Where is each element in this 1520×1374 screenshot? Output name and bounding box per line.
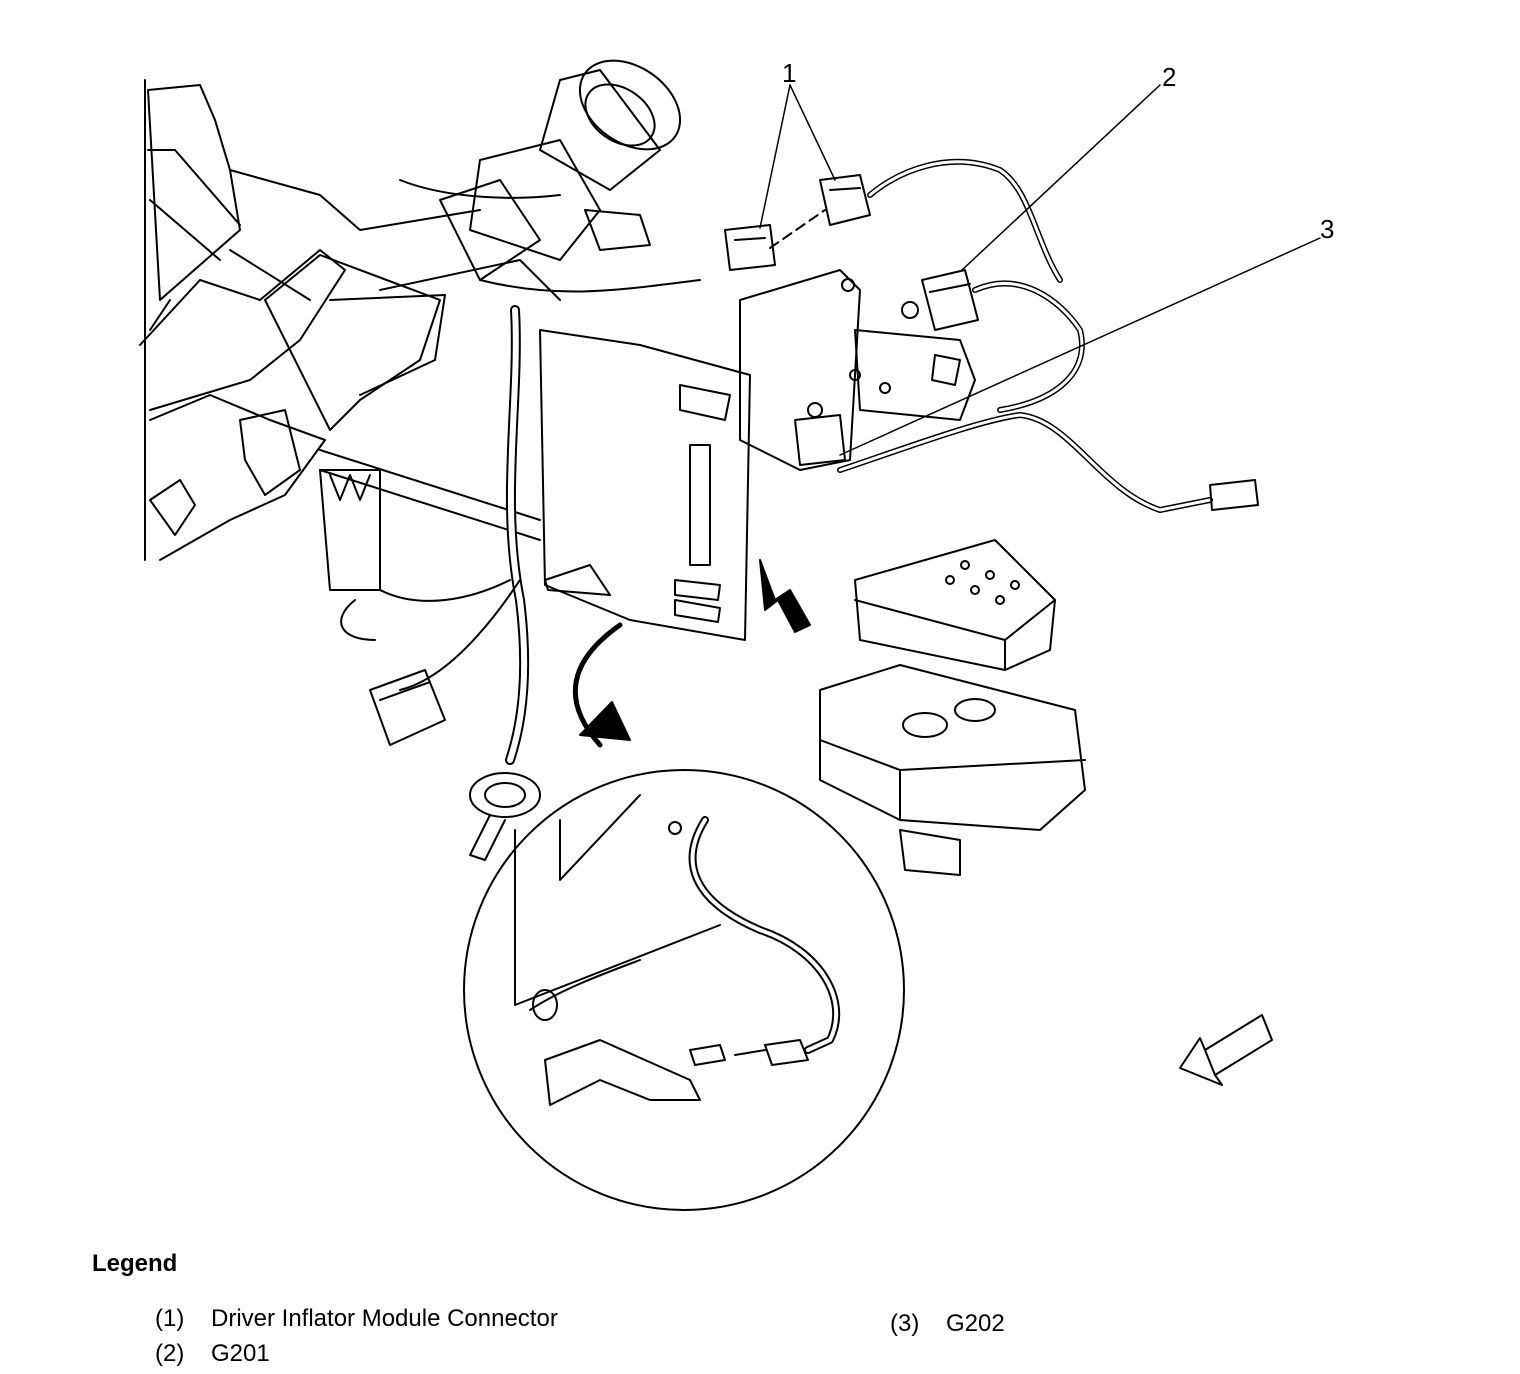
driver-inflator-module-connector [724, 158, 1063, 283]
legend-item-label: G202 [946, 1310, 1005, 1337]
legend-item-1: (1) Driver Inflator Module Connector [155, 1305, 558, 1333]
legend-item-2: (2) G201 [155, 1340, 270, 1368]
callout-3: 3 [1320, 214, 1335, 244]
legend-item-number: (3) [890, 1310, 920, 1337]
detail-view [463, 769, 905, 1211]
junction-block [819, 539, 1086, 876]
wire-harness [340, 179, 1259, 765]
callout-leaders [759, 84, 1321, 456]
lower-left-connector [369, 669, 541, 861]
front-direction-arrow [1179, 1014, 1273, 1086]
legend-item-3: (3) G202 [890, 1310, 1005, 1338]
wiring-harness-diagram [139, 59, 1321, 1211]
callout-2: 2 [1162, 62, 1177, 92]
g202-ground [794, 402, 846, 466]
right-bracket [739, 269, 976, 471]
callout-1: 1 [782, 58, 797, 88]
legend-item-number: (2) [155, 1340, 185, 1367]
instrument-panel-frame [139, 79, 561, 561]
detail-arrow [572, 622, 631, 748]
g201-ground [921, 269, 1085, 413]
legend-item-label: G201 [211, 1340, 270, 1367]
steering-column [439, 59, 682, 281]
legend-item-label: Driver Inflator Module Connector [211, 1305, 558, 1332]
pointer-arrow [759, 559, 811, 633]
center-bracket [319, 329, 751, 641]
legend-title: Legend [92, 1250, 178, 1277]
legend-item-number: (1) [155, 1305, 185, 1332]
